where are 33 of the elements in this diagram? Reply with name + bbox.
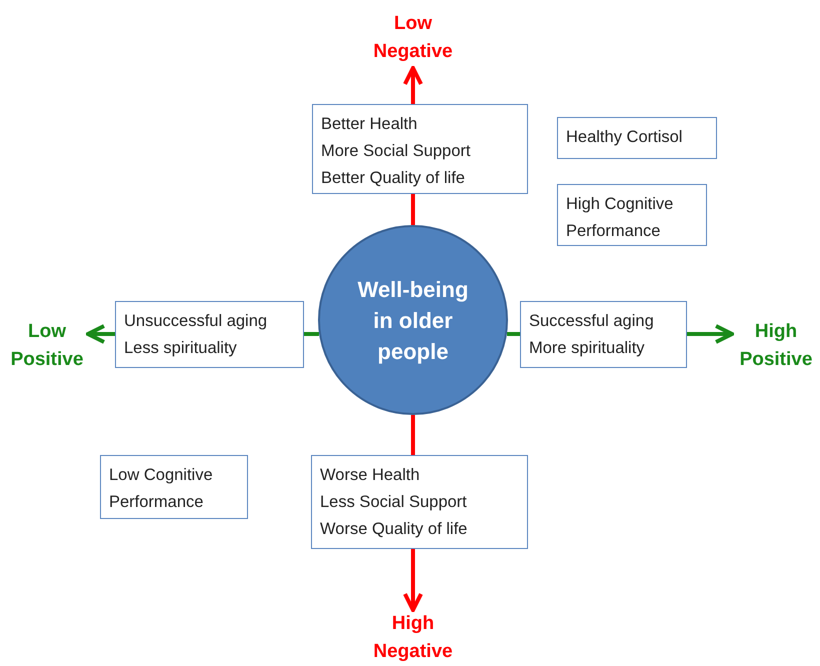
arrow [403, 66, 423, 104]
connector-line [506, 332, 520, 336]
text-box [312, 104, 528, 194]
box-text: Worse Health [320, 465, 421, 486]
text-box [520, 301, 687, 368]
box-text: Worse Quality of life [320, 519, 468, 540]
text-box [100, 455, 248, 519]
text-box [557, 184, 707, 246]
box-text: More spirituality [529, 338, 646, 359]
box-text: Healthy Cortisol [566, 127, 684, 148]
box-text: Unsuccessful aging [124, 311, 268, 332]
text-box [115, 301, 304, 368]
text-box [557, 117, 717, 159]
arrow [687, 324, 734, 344]
box-text: Less Social Support [320, 492, 468, 513]
arrow [86, 324, 115, 344]
box-text: Less spirituality [124, 338, 238, 359]
box-text: Better Quality of life [321, 168, 466, 189]
arrow [403, 549, 423, 612]
box-text: Successful aging [529, 311, 655, 332]
box-text: More Social Support [321, 141, 472, 162]
axis-label: Low Positive [6, 318, 88, 376]
connector-line [304, 332, 320, 336]
axis-label: High Positive [732, 318, 820, 376]
axis-label: Low Negative [365, 10, 461, 68]
box-text: High Cognitive Performance [566, 194, 674, 242]
box-text: Better Health [321, 114, 418, 135]
box-text: Low Cognitive Performance [109, 465, 214, 513]
text-box [311, 455, 528, 549]
connector-line [411, 194, 415, 225]
circle-title: Well-being in older people [356, 276, 470, 366]
axis-label: High Negative [365, 610, 461, 666]
connector-line [411, 415, 415, 455]
